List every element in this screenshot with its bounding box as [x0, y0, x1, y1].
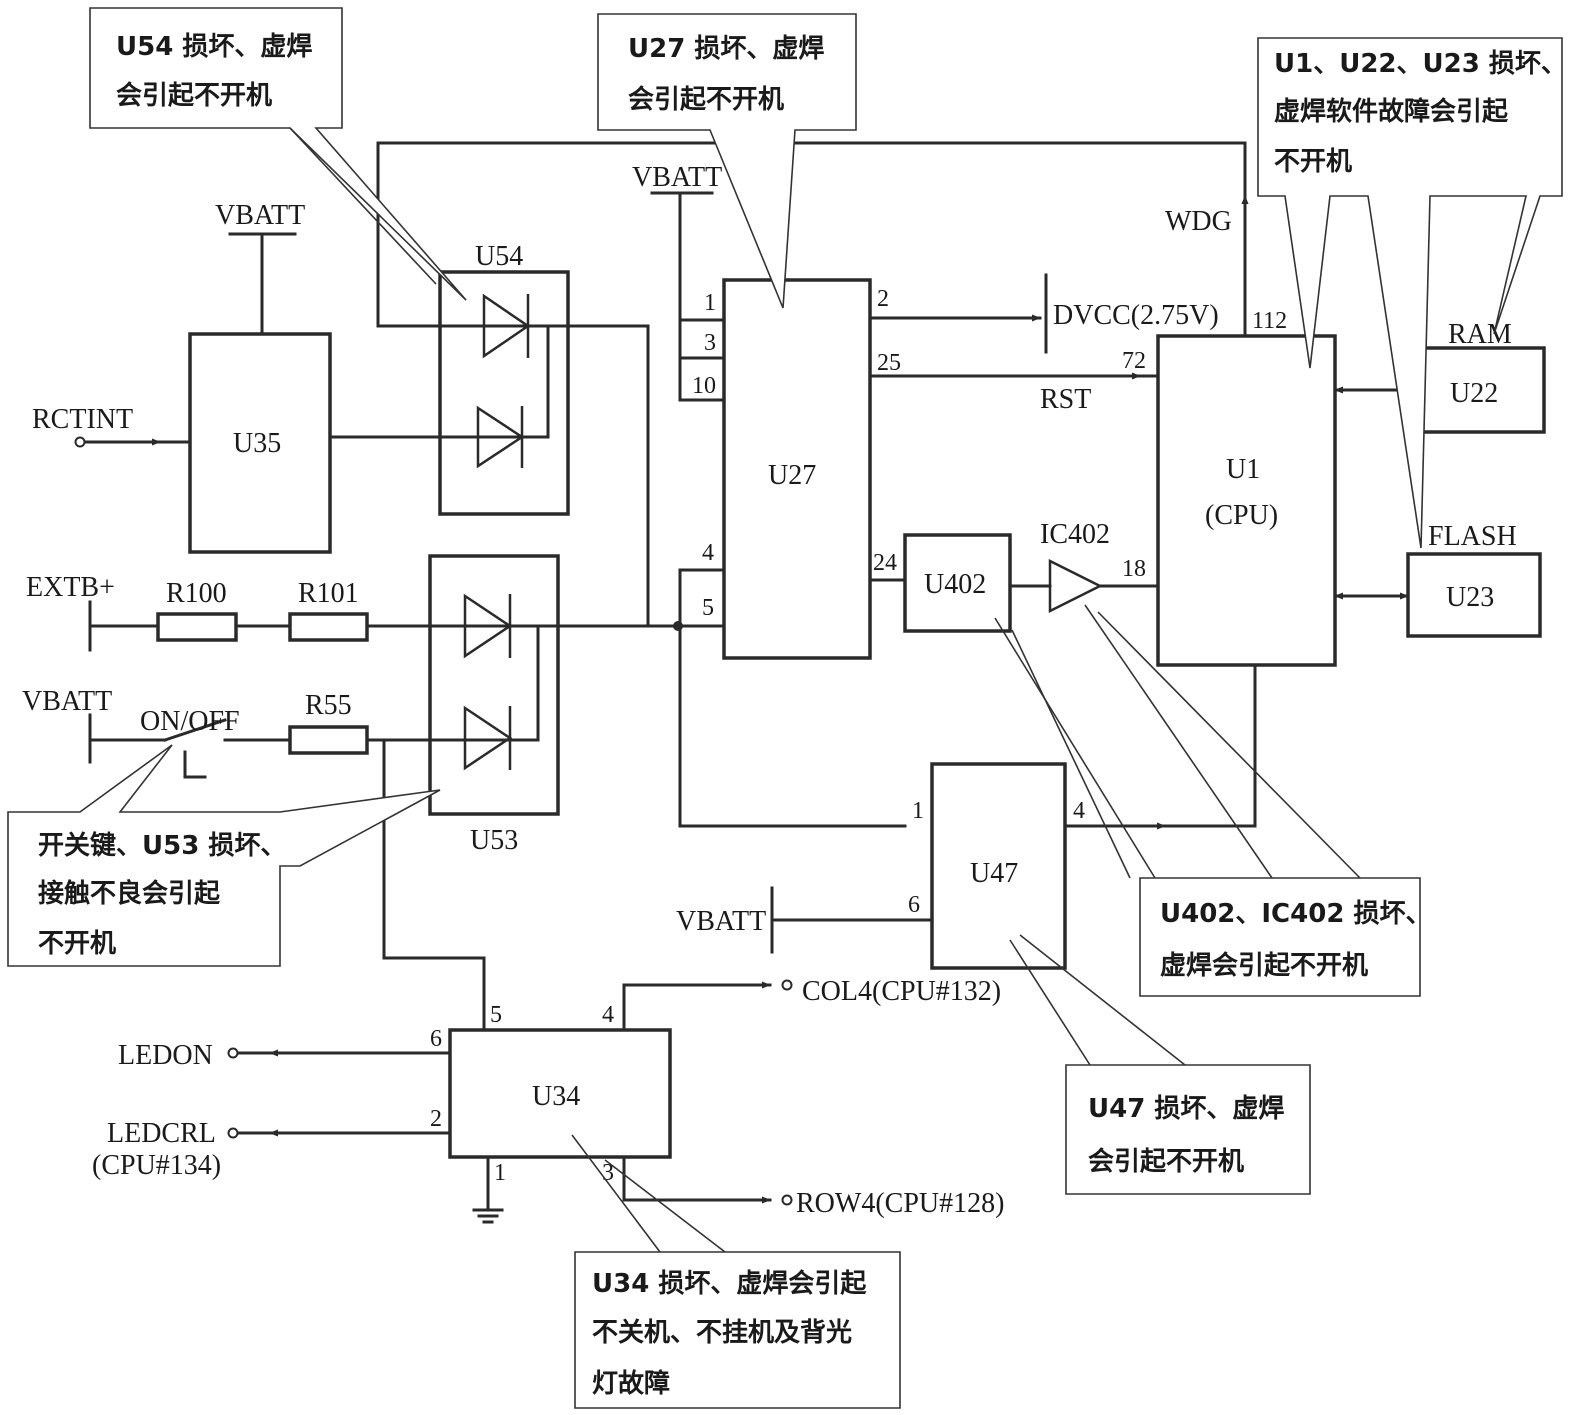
vbatt-left-label: VBATT	[22, 686, 112, 717]
pin-label: 1	[704, 290, 716, 316]
callout-text: U1、U22、U23 损坏、	[1274, 49, 1567, 79]
pin-label: 18	[1122, 556, 1146, 582]
callout-text: 会引起不开机	[628, 85, 784, 115]
pin-label: 25	[877, 350, 901, 376]
u35-label: U35	[233, 428, 281, 459]
pin-label: 5	[702, 595, 714, 621]
u402-box	[903, 533, 1012, 633]
ledon-label: LEDON	[118, 1040, 213, 1071]
ram-label: RAM	[1448, 319, 1512, 350]
callout-u34: U34 损坏、虚焊会引起 不关机、不挂机及背光 灯故障	[571, 1134, 901, 1409]
pin-label: 5	[490, 1002, 502, 1028]
r55-label: R55	[305, 690, 352, 721]
callout-text: U34 损坏、虚焊会引起	[592, 1269, 867, 1299]
u35-box	[188, 332, 332, 554]
ledcrl-sub-label: (CPU#134)	[92, 1150, 221, 1181]
u27-box	[722, 278, 872, 660]
pin-label: 4	[1073, 798, 1085, 824]
u54-label: U54	[475, 241, 523, 272]
wdg-label: WDG	[1165, 206, 1232, 237]
callout-text: U54 损坏、虚焊	[116, 32, 312, 62]
callout-text: 虚焊会引起不开机	[1160, 951, 1368, 981]
pin-label: 72	[1122, 348, 1146, 374]
r100-resistor	[156, 612, 238, 642]
pin-label: 6	[908, 892, 920, 918]
pin-label: 1	[494, 1160, 506, 1186]
pin-label: 2	[877, 286, 889, 312]
r100-label: R100	[166, 578, 227, 609]
u23-box	[1406, 552, 1542, 638]
component-labels: U54 U35 U53 U27 U1 (CPU) U22 U23 U402 IC…	[166, 241, 1517, 1112]
onoff-label: ON/OFF	[140, 706, 240, 737]
callout-text: 灯故障	[592, 1368, 670, 1399]
callout-u27: U27 损坏、虚焊 会引起不开机	[597, 13, 857, 309]
callout-text: 虚焊软件故障会引起	[1274, 96, 1509, 127]
u1-label: U1	[1226, 454, 1260, 485]
row4-label: ROW4(CPU#128)	[796, 1188, 1004, 1219]
u53-diodes	[463, 593, 513, 771]
net-labels: VBATT VBATT VBATT VBATT RCTINT EXTB+ ON/…	[22, 162, 1232, 1219]
rctint-label: RCTINT	[32, 404, 133, 435]
u34-box	[448, 1028, 672, 1159]
u1-box	[1156, 334, 1337, 667]
callout-u402-ic402: U402、IC402 损坏、 虚焊会引起不开机	[994, 604, 1431, 997]
u27-label: U27	[768, 460, 816, 491]
ledcrl-label: LEDCRL	[107, 1118, 216, 1149]
callout-text: U402、IC402 损坏、	[1160, 899, 1431, 929]
pin-numbers: 1 3 10 2 25 4 5 24 112 72 18 1 4 6 5 4 6…	[430, 286, 1287, 1186]
u47-box	[930, 762, 1067, 970]
callout-text: 会引起不开机	[116, 81, 272, 111]
u1-cpu-label: (CPU)	[1205, 500, 1278, 531]
u54-diodes	[476, 293, 531, 469]
u53-box	[428, 554, 560, 816]
vbatt-u47-label: VBATT	[676, 906, 766, 937]
callout-text: 开关键、U53 损坏、	[38, 830, 286, 861]
r101-resistor	[288, 612, 369, 642]
pin-label: 24	[873, 550, 897, 576]
callout-text: U27 损坏、虚焊	[628, 34, 824, 64]
pin-label: 4	[602, 1002, 614, 1028]
col4-label: COL4(CPU#132)	[802, 976, 1001, 1007]
vbatt-u27-label: VBATT	[632, 162, 722, 193]
u53-label: U53	[470, 825, 518, 856]
pin-label: 112	[1252, 308, 1287, 334]
r101-label: R101	[298, 578, 359, 609]
pin-label: 4	[702, 540, 714, 566]
u23-label: U23	[1446, 582, 1494, 613]
pin-label: 1	[912, 798, 924, 824]
extb-label: EXTB+	[26, 572, 115, 603]
dvcc-label: DVCC(2.75V)	[1053, 300, 1219, 331]
callout-switch-u53: 开关键、U53 损坏、 接触不良会引起 不开机	[7, 744, 441, 967]
u402-label: U402	[924, 569, 986, 600]
rst-label: RST	[1040, 384, 1091, 415]
pin-label: 6	[430, 1026, 442, 1052]
pin-label: 10	[692, 373, 716, 399]
u47-label: U47	[970, 858, 1018, 889]
callout-text: 接触不良会引起	[38, 878, 221, 909]
r55-resistor	[288, 725, 369, 755]
u34-label: U34	[532, 1081, 580, 1112]
callout-u1-u22-u23: U1、U22、U23 损坏、 虚焊软件故障会引起 不开机	[1257, 37, 1567, 549]
callout-text: 会引起不开机	[1088, 1147, 1244, 1177]
u54-box	[438, 270, 570, 516]
pin-label: 2	[430, 1106, 442, 1132]
flash-label: FLASH	[1428, 521, 1517, 552]
callout-text: 不开机	[1274, 147, 1352, 177]
callout-u47: U47 损坏、虚焊 会引起不开机	[1009, 934, 1311, 1195]
callout-text: U47 损坏、虚焊	[1088, 1094, 1284, 1124]
callout-u54: U54 损坏、虚焊 会引起不开机	[89, 7, 467, 301]
ic402-buffer	[1048, 558, 1103, 614]
callout-text: 不开机	[38, 929, 116, 959]
vbatt-u35-label: VBATT	[215, 200, 305, 231]
pin-label: 3	[704, 330, 716, 356]
ic402-label: IC402	[1040, 519, 1110, 550]
callout-text: 不关机、不挂机及背光	[592, 1318, 852, 1348]
u22-label: U22	[1450, 378, 1498, 409]
